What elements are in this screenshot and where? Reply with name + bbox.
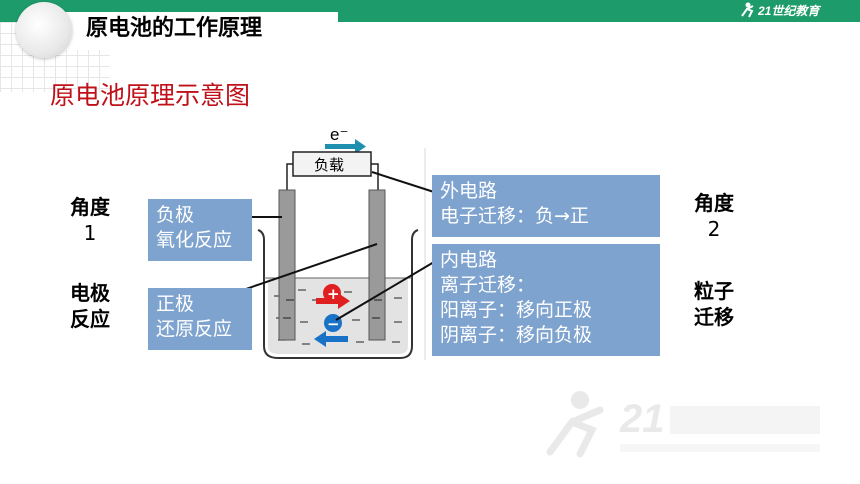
negative-box-line2: 氧化反应 xyxy=(156,229,233,251)
wire-left xyxy=(286,163,293,190)
angle-1-line1: 角度 xyxy=(70,195,110,219)
particle-migration-line1: 粒子 xyxy=(694,279,734,303)
particle-migration-label: 粒子 迁移 xyxy=(688,278,740,330)
svg-text:21: 21 xyxy=(619,397,665,441)
brand-logo: 21世纪教育 xyxy=(738,0,834,22)
cation-arrow-icon xyxy=(316,293,350,309)
cation-sign: + xyxy=(327,285,340,303)
load-label: 负载 xyxy=(314,157,344,174)
electrode-reaction-line2: 反应 xyxy=(70,307,110,331)
beaker xyxy=(257,229,419,359)
external-circuit-box: 外电路 电子迁移：负→正 xyxy=(432,175,660,237)
positive-electrode-box: 正极 还原反应 xyxy=(148,288,252,350)
electron-arrow-icon xyxy=(325,139,366,154)
negative-electrode-box: 负极 氧化反应 xyxy=(148,199,252,261)
internal-box-line1: 内电路 xyxy=(440,249,498,271)
wire-right xyxy=(371,163,379,190)
internal-box-line2: 离子迁移： xyxy=(440,274,536,296)
anion-arrow-icon xyxy=(314,331,348,347)
external-box-line1: 外电路 xyxy=(440,180,498,202)
diagram-subtitle: 原电池原理示意图 xyxy=(50,81,251,110)
external-box-line2: 电子迁移：负→正 xyxy=(440,205,589,227)
pointer-external xyxy=(371,171,435,193)
positive-electrode xyxy=(368,189,386,341)
pointer-internal xyxy=(335,261,435,321)
angle-2-line1: 角度 xyxy=(694,191,734,215)
angle-2-label: 角度 2 xyxy=(688,190,740,242)
electron-label: e⁻ xyxy=(330,125,348,144)
angle-2-line2: 2 xyxy=(707,217,721,241)
cation-icon xyxy=(323,284,341,302)
title-tab xyxy=(38,12,338,50)
decorative-circle-icon xyxy=(16,2,72,58)
negative-box-line1: 负极 xyxy=(156,204,195,226)
electrode-reaction-line1: 电极 xyxy=(70,281,110,305)
anion-sign: − xyxy=(327,315,340,333)
electrode-marks xyxy=(283,299,382,319)
internal-box-line4: 阴离子：移向负极 xyxy=(440,324,593,346)
angle-1-line2: 1 xyxy=(83,221,97,245)
internal-circuit-box: 内电路 离子迁移： 阳离子：移向正极 阴离子：移向负极 xyxy=(432,244,660,356)
watermark-logo-icon: 21 xyxy=(546,391,820,458)
positive-box-line1: 正极 xyxy=(156,293,195,315)
load-box xyxy=(292,151,372,177)
internal-box-line3: 阳离子：移向正极 xyxy=(440,299,593,321)
negative-electrode xyxy=(278,189,296,341)
page-title: 原电池的工作原理 xyxy=(86,16,263,41)
runner-logo-icon: 21世纪教育 xyxy=(741,2,821,18)
angle-1-label: 角度 1 xyxy=(64,194,116,246)
positive-box-line2: 还原反应 xyxy=(156,318,233,340)
particle-migration-line2: 迁移 xyxy=(694,305,734,329)
electrode-reaction-label: 电极 反应 xyxy=(64,280,116,332)
logo-text: 21世纪教育 xyxy=(757,4,821,18)
